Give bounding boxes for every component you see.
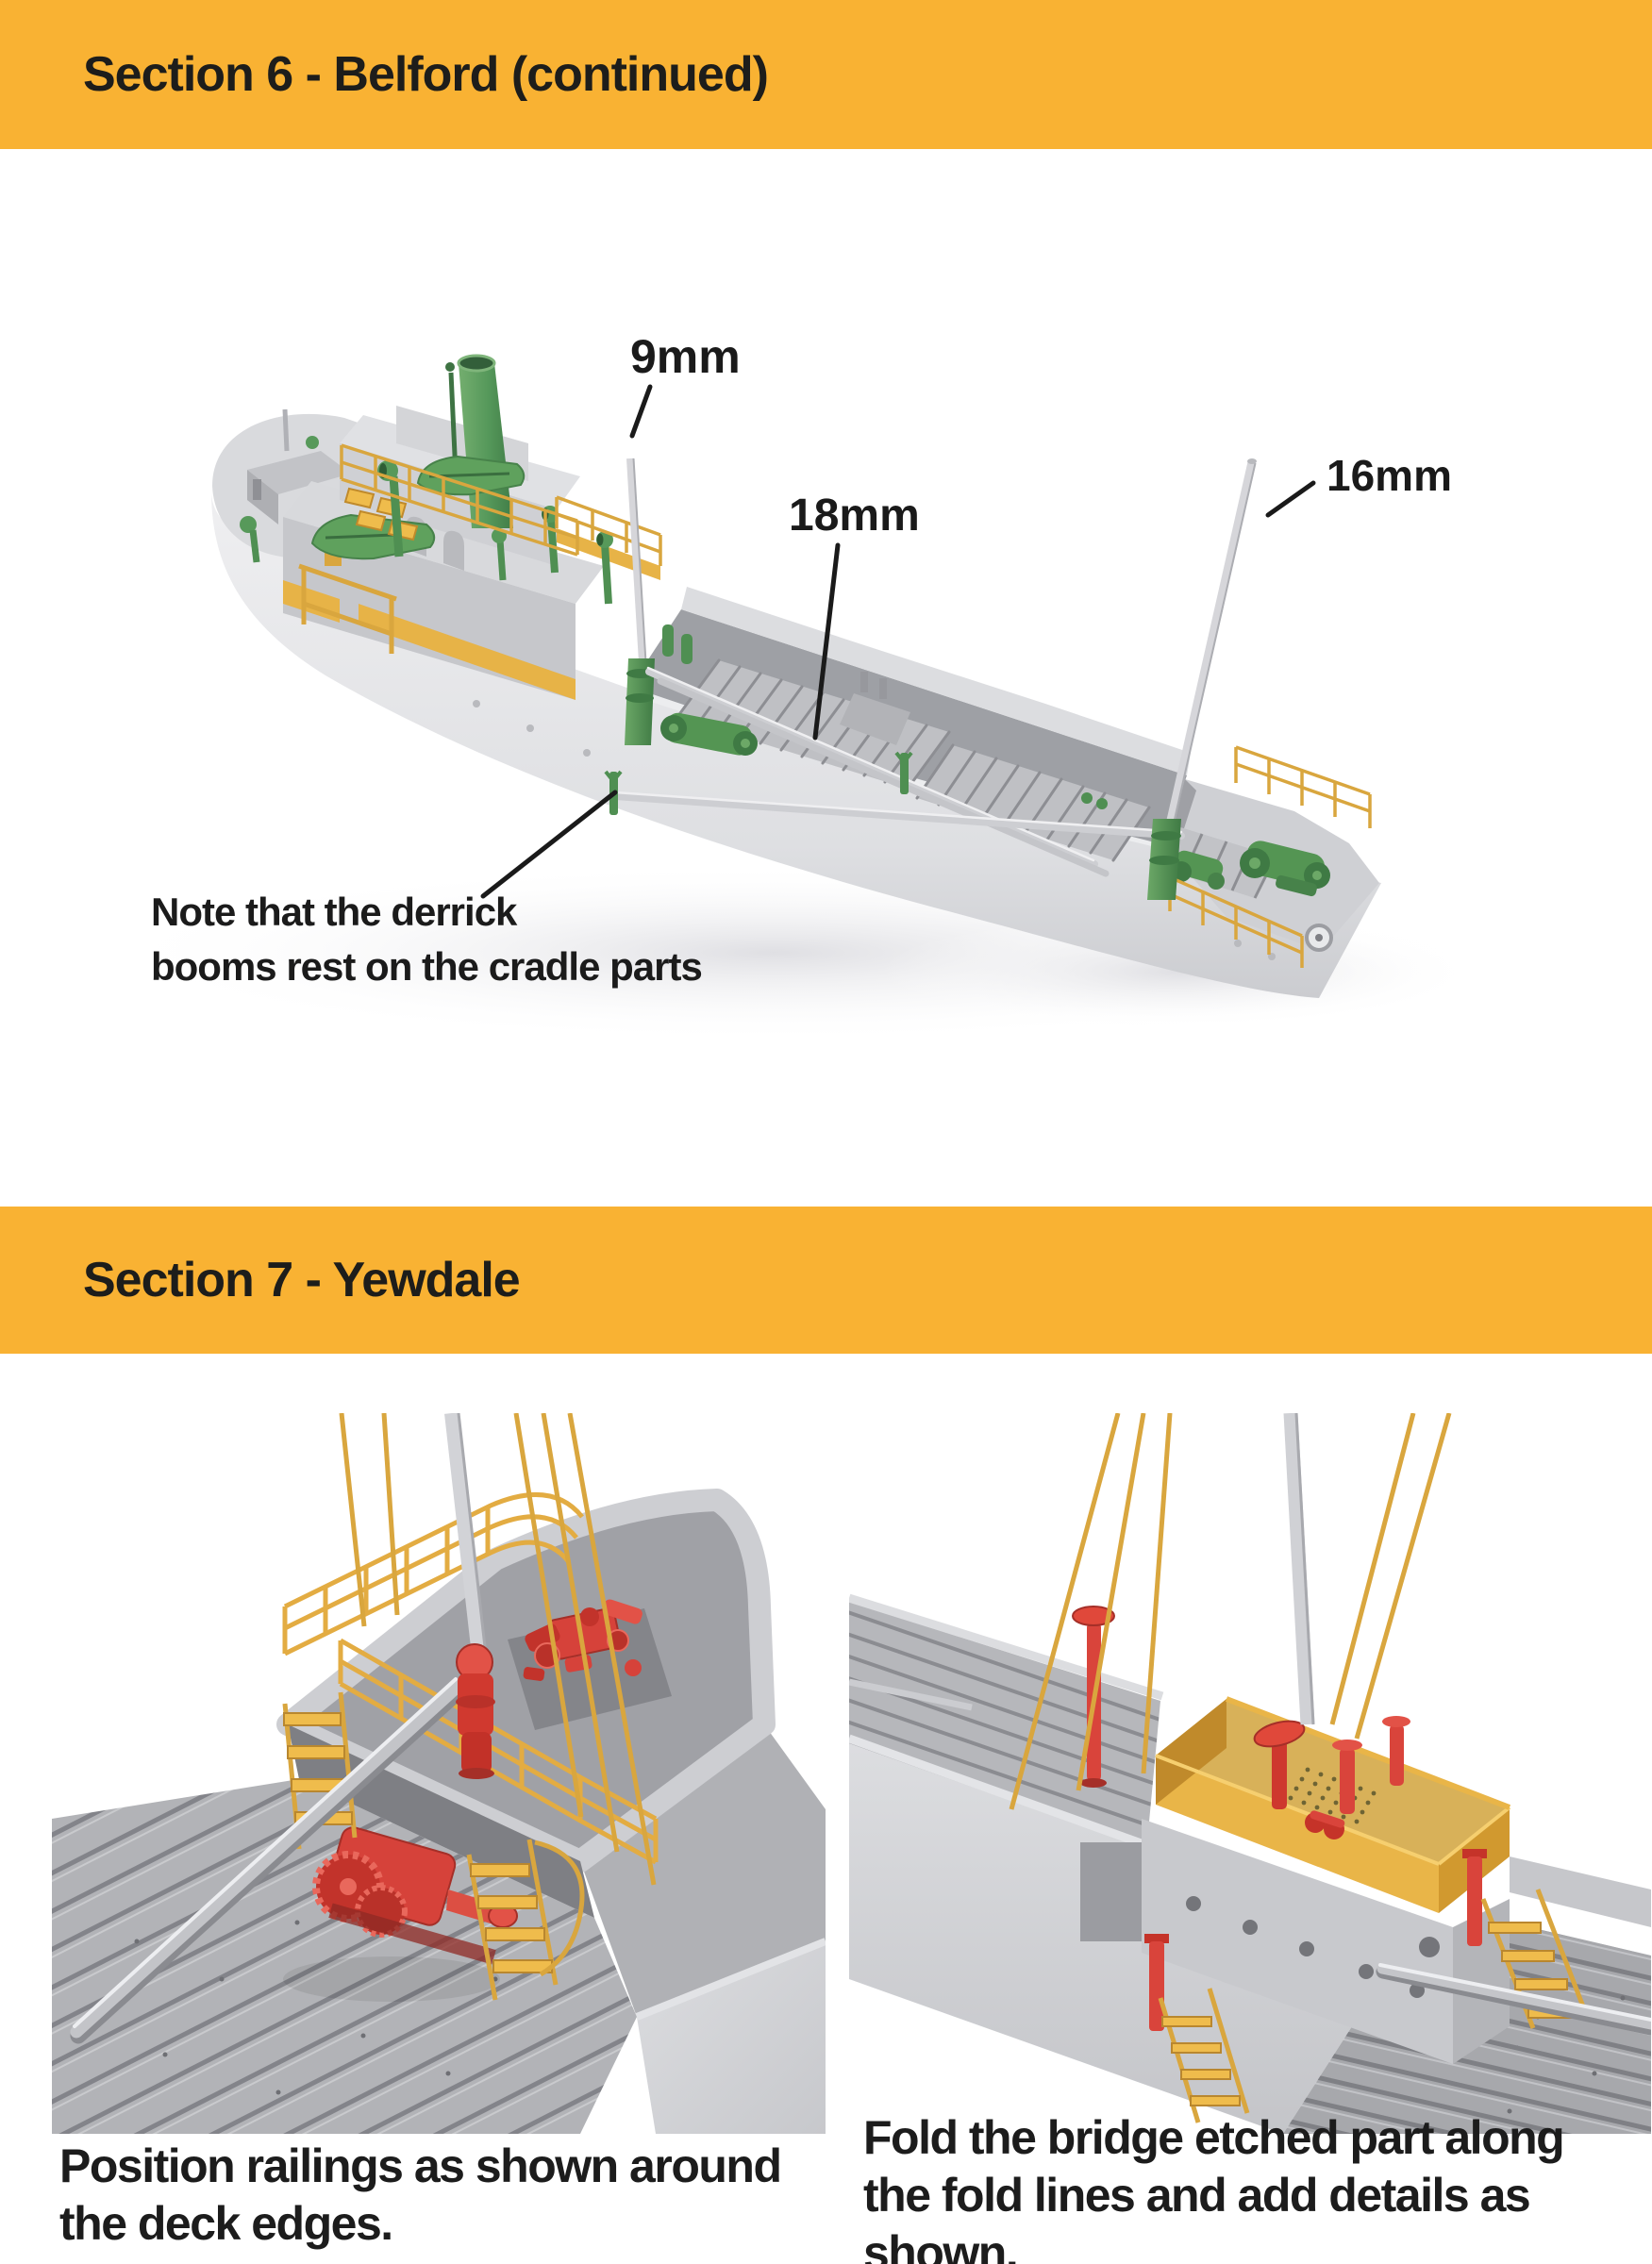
far-right-deck xyxy=(1510,1856,1651,1927)
mast-boom-rigging xyxy=(1009,1412,1652,2036)
midship-winch xyxy=(660,712,758,756)
forecastle xyxy=(1081,745,1379,968)
section6-header-bar: Section 6 - Belford (continued) xyxy=(0,0,1652,149)
superstructure-railings xyxy=(340,443,662,566)
rigging-lines xyxy=(339,1412,657,1886)
mast-and-boom xyxy=(70,1412,495,2044)
red-windlass xyxy=(523,1599,642,1681)
far-deck xyxy=(847,1593,1164,1852)
caption-left: Position railings as shown around the de… xyxy=(59,2138,890,2253)
bow-railings xyxy=(1168,745,1372,968)
stairs-starboard xyxy=(466,1839,585,2001)
bow-windlass xyxy=(1081,792,1330,897)
front-ladder xyxy=(1158,1988,1250,2123)
main-deck-planked xyxy=(52,1779,637,2134)
section6-title: Section 6 - Belford (continued) xyxy=(83,47,769,102)
bridge-etched-part xyxy=(1155,1696,1511,1913)
bridge-red-fittings xyxy=(1253,1716,1410,1840)
section7-title: Section 7 - Yewdale xyxy=(83,1253,521,1307)
right-corner-post xyxy=(1462,1849,1487,1946)
superstructure xyxy=(283,354,662,700)
caption-right-line3: shown. xyxy=(863,2226,1019,2264)
topmast-9mm xyxy=(625,458,655,745)
derrick-booms xyxy=(611,666,1185,877)
windlass-platform xyxy=(508,1599,672,1730)
caption-left-line2: the deck edges. xyxy=(59,2197,393,2250)
caption-left-line1: Position railings as shown around xyxy=(59,2139,782,2192)
yewdale-bridge-render xyxy=(847,1412,1652,2134)
masts-and-booms xyxy=(604,458,1257,900)
belford-ship-render xyxy=(0,151,1652,1207)
red-mast-foot xyxy=(456,1643,495,1779)
label-16mm: 16mm xyxy=(1327,451,1452,500)
derrick-note-line2: booms rest on the cradle parts xyxy=(151,944,703,989)
label-9mm: 9mm xyxy=(630,330,741,383)
yewdale-bow-render xyxy=(52,1412,827,2134)
derrick-note: Note that the derrick booms rest on the … xyxy=(151,885,755,994)
section7-header-bar: Section 7 - Yewdale xyxy=(0,1207,1652,1354)
caption-right-line2: the fold lines and add details as xyxy=(863,2169,1531,2222)
aft-mast-16mm xyxy=(1147,458,1257,900)
label-18mm: 18mm xyxy=(789,491,920,541)
port-railing xyxy=(282,1492,584,1656)
caption-right-line1: Fold the bridge etched part along xyxy=(863,2111,1565,2164)
leader-lines xyxy=(480,384,1316,899)
front-corner-post xyxy=(1144,1934,1169,2031)
red-winch xyxy=(283,1826,518,2002)
derrick-note-line1: Note that the derrick xyxy=(151,890,517,934)
awning-frame xyxy=(298,563,397,654)
starboard-side xyxy=(580,1724,827,2134)
cradle-parts xyxy=(604,751,913,815)
caption-right: Fold the bridge etched part along the fo… xyxy=(863,2109,1652,2264)
